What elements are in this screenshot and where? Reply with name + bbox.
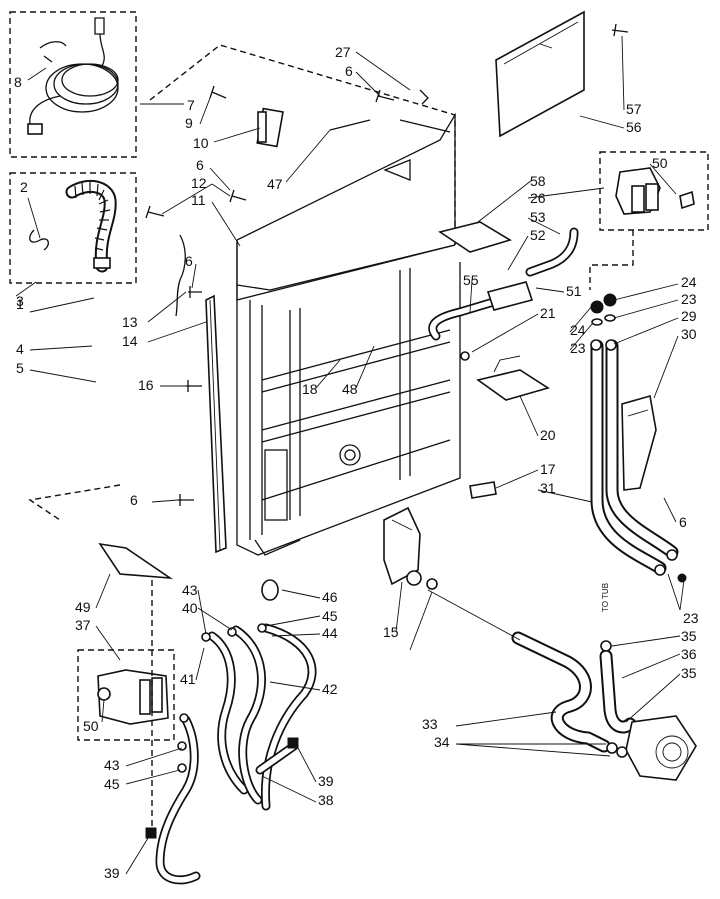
fill-hoses [590,293,687,583]
callout-c38: 38 [318,792,334,808]
callout-c9: 9 [185,115,193,131]
callout-c31: 31 [540,480,556,496]
callout-c2: 2 [20,179,28,195]
callout-c57: 57 [626,101,642,117]
callout-c12: 12 [191,175,207,191]
callout-c6a: 6 [345,63,353,79]
drain-hose-inset [9,172,137,284]
callout-c20: 20 [540,427,556,443]
callout-c24a: 24 [681,274,697,290]
callout-c49: 49 [75,599,91,615]
callout-c43b: 43 [104,757,120,773]
callout-c41: 41 [180,671,196,687]
callout-c17: 17 [540,461,556,477]
callout-c26: 26 [530,190,546,206]
callout-c33: 33 [422,716,438,732]
callout-c24b: 24 [570,322,586,338]
callout-c35a: 35 [681,628,697,644]
callout-c4: 4 [16,341,24,357]
callout-labels: 1234566666789101112131415161718202123232… [14,44,699,881]
callout-c8: 8 [14,74,22,90]
callout-c5: 5 [16,360,24,376]
callout-c36: 36 [681,646,697,662]
callout-c13: 13 [122,314,138,330]
pump-assembly [383,506,697,781]
lid-panel [495,10,629,138]
callout-c6d: 6 [130,492,138,508]
callout-c45b: 45 [104,776,120,792]
screws-upper [145,85,429,506]
callout-c23a: 23 [681,291,697,307]
callout-c43a: 43 [182,582,198,598]
callout-c44: 44 [322,625,338,641]
callout-c47: 47 [267,176,283,192]
callout-c35b: 35 [681,665,697,681]
callout-c11: 11 [191,192,206,208]
callout-c45a: 45 [322,608,338,624]
callout-c15: 15 [383,624,399,640]
inlet-valve-inset [589,151,709,290]
power-cord-inset [9,11,137,158]
valve-bracket-assembly [428,221,579,499]
callout-c50b: 50 [83,718,99,734]
callout-c50a: 50 [652,155,668,171]
leader-lines [15,35,685,875]
callout-c16: 16 [138,377,154,393]
rear-panel [28,44,461,556]
callout-c56: 56 [626,119,642,135]
callout-c30: 30 [681,326,697,342]
callout-c23c: 23 [683,610,699,626]
callout-c48: 48 [342,381,358,397]
callout-c10: 10 [193,135,209,151]
callout-c40: 40 [182,600,198,616]
callout-c42: 42 [322,681,338,697]
callout-c51: 51 [566,283,582,299]
internal-hoses [145,579,317,885]
callout-c39a: 39 [318,773,334,789]
callout-c7: 7 [187,97,195,113]
callout-c18: 18 [302,381,318,397]
callout-c23b: 23 [570,340,586,356]
callout-c39b: 39 [104,865,120,881]
to-tub-label: TO TUB [601,583,610,612]
callout-c6c: 6 [185,253,193,269]
callout-c14: 14 [122,333,138,349]
callout-c6b: 6 [196,157,204,173]
callout-c52: 52 [530,227,546,243]
callout-c27: 27 [335,44,351,60]
callout-c58: 58 [530,173,546,189]
callout-c46: 46 [322,589,338,605]
callout-c29: 29 [681,308,697,324]
callout-c37: 37 [75,617,91,633]
callout-c53: 53 [530,209,546,225]
callout-c55: 55 [463,272,479,288]
callout-c34: 34 [434,734,450,750]
callout-c3: 3 [16,293,24,309]
callout-c1: 1 [16,296,24,312]
callout-c6e: 6 [679,514,687,530]
side-trim-strip [205,294,227,554]
lower-valve-inset [77,542,175,741]
callout-c21: 21 [540,305,556,321]
